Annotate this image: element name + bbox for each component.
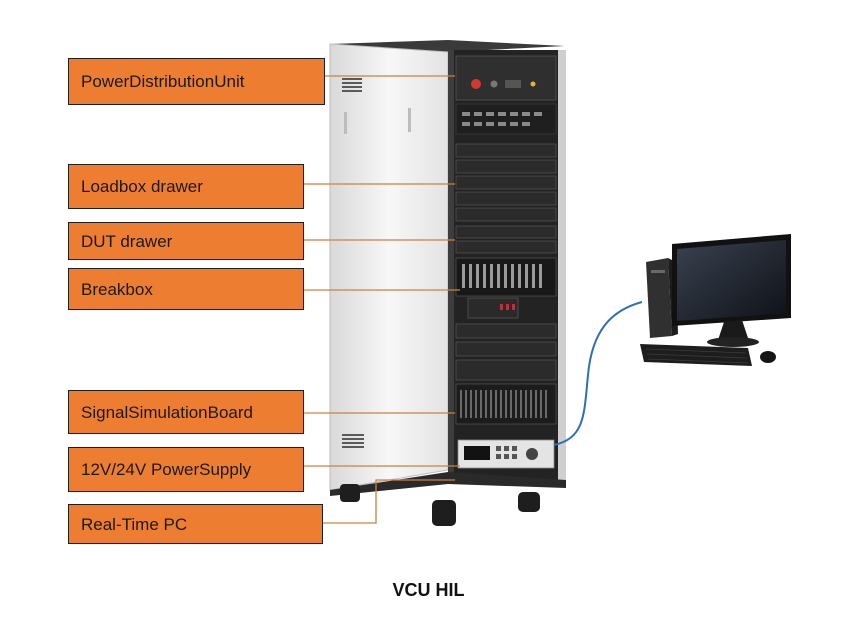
callout-dut-drawer: DUT drawer: [68, 222, 304, 260]
power-supply-display: [464, 446, 490, 460]
figure-caption: VCU HIL: [392, 580, 465, 600]
side-vent-top: [342, 78, 362, 92]
pc-tower-drive: [651, 270, 665, 273]
monitor-stand: [718, 320, 748, 340]
callout-label: Breakbox: [81, 279, 153, 299]
indicator-lamp-icon: [530, 81, 536, 87]
host-pc: [640, 234, 791, 366]
power-supply-buttons: [496, 446, 517, 459]
monitor-screen: [677, 240, 786, 321]
callout-label: Loadbox drawer: [81, 177, 203, 196]
power-supply-knob-icon: [526, 448, 538, 460]
callout-power-distribution-unit: PowerDistributionUnit: [68, 58, 325, 105]
callout-loadbox-drawer: Loadbox drawer: [68, 164, 304, 209]
cabinet-front-rail-left: [448, 50, 454, 480]
side-handle-right: [408, 108, 411, 132]
signal-board-slots: [460, 390, 547, 418]
pdu-switch: [505, 80, 521, 88]
callout-power-supply: 12V/24V PowerSupply: [68, 447, 304, 492]
mid-drawers: [455, 323, 557, 381]
pdu-panel: [455, 55, 557, 101]
breakbox-module: [467, 297, 519, 319]
cabinet-casters: [340, 484, 540, 526]
pc-tower: [646, 258, 672, 338]
callout-label: DUT drawer: [81, 231, 173, 251]
emergency-stop-icon: [471, 79, 481, 89]
monitor-base: [707, 337, 759, 347]
callout-label: 12V/24V PowerSupply: [81, 460, 252, 479]
breakbox-red-terminals: [500, 304, 515, 310]
leader-lines: [304, 75, 460, 524]
dut-drawers: [455, 225, 557, 254]
cabinet-top: [330, 40, 565, 52]
leader-rtpc: [323, 479, 455, 524]
cabinet-front-rail-right: [558, 50, 566, 480]
mouse-icon: [760, 351, 776, 363]
ethernet-cable: [553, 301, 643, 446]
breakbox-connectors: [462, 264, 542, 288]
keyboard-keys: [645, 348, 749, 364]
callout-label: Real-Time PC: [81, 514, 188, 534]
relay-row: [455, 103, 557, 135]
callout-label: SignalSimulationBoard: [81, 402, 253, 422]
hil-cabinet: [329, 40, 566, 526]
cabinet-side-panel: [329, 43, 449, 491]
callout-signal-simulation-board: SignalSimulationBoard: [68, 390, 304, 434]
side-handle-left: [344, 112, 347, 134]
knob-icon: [490, 80, 498, 88]
callout-breakbox: Breakbox: [68, 268, 304, 310]
relay-indicators: [462, 112, 542, 126]
callout-real-time-pc: Real-Time PC: [68, 504, 323, 544]
callout-label: PowerDistributionUnit: [81, 72, 245, 91]
loadbox-drawers: [455, 143, 557, 222]
side-vent-bottom: [342, 434, 364, 448]
cabinet-base: [330, 472, 566, 496]
